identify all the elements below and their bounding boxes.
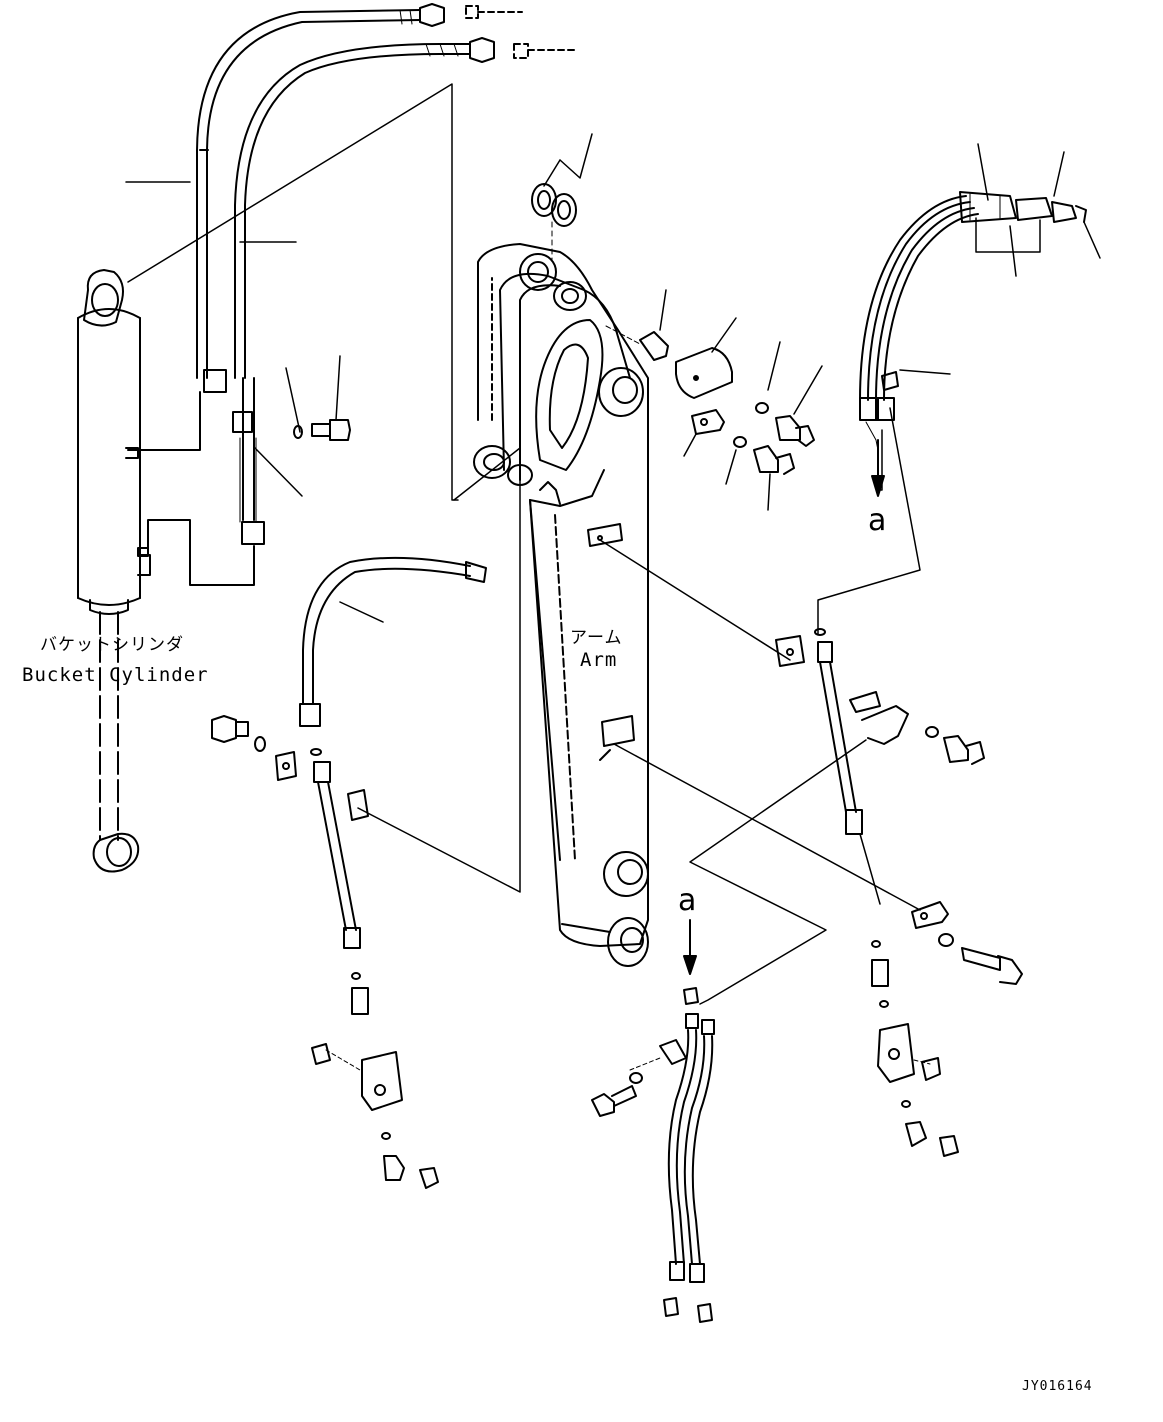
washer-icon: [629, 1072, 643, 1084]
hose-icon: [299, 556, 487, 727]
hose-icon: [667, 1013, 715, 1283]
o-ring-icon: [814, 628, 939, 738]
drawing-code: JY016164: [1022, 1379, 1093, 1394]
bolt-icon: [943, 735, 985, 765]
hose-icon: [817, 641, 881, 905]
pin-icon: [675, 317, 737, 399]
ref-arrow: [683, 919, 697, 975]
washer-icon: [733, 341, 781, 448]
elbow-fitting-icon: [871, 940, 959, 1157]
ref-arrow: [871, 439, 885, 497]
arm-label-jp: アーム: [570, 628, 623, 648]
clamp-icon: [689, 635, 909, 1005]
clamp-icon: [911, 901, 949, 929]
o-ring-icon: [310, 748, 322, 756]
bucket-cylinder-icon: [77, 269, 151, 873]
elbow-fitting-icon: [311, 972, 439, 1189]
hose-icon: [859, 191, 1087, 451]
clamp-icon: [587, 523, 921, 911]
clamp-icon: [275, 751, 369, 821]
bolt-icon: [293, 419, 351, 441]
elbow-fitting-icon: [663, 1297, 713, 1323]
bucket-cylinder-label-jp: バケットシリンダ: [40, 635, 184, 655]
clamp-icon: [683, 409, 737, 485]
hose-icon: [313, 447, 521, 949]
bucket-cylinder-label-en: Bucket Cylinder: [22, 664, 209, 686]
elbow-fitting-icon: [605, 289, 669, 361]
bolt-icon: [211, 715, 266, 752]
arm-label-en: Arm: [580, 649, 618, 671]
bolt-icon: [591, 1085, 637, 1117]
bolt-icon: [961, 947, 1023, 985]
arm-icon: [473, 243, 649, 967]
washer-icon: [938, 933, 954, 947]
hose-icon: [127, 3, 577, 586]
leader-lines: [817, 143, 1101, 635]
bolt-icon: [753, 365, 823, 511]
leader-lines: [125, 83, 459, 501]
reference-a-upper: a: [868, 503, 887, 538]
reference-a-lower: a: [678, 883, 697, 918]
washer-icon: [531, 133, 593, 261]
